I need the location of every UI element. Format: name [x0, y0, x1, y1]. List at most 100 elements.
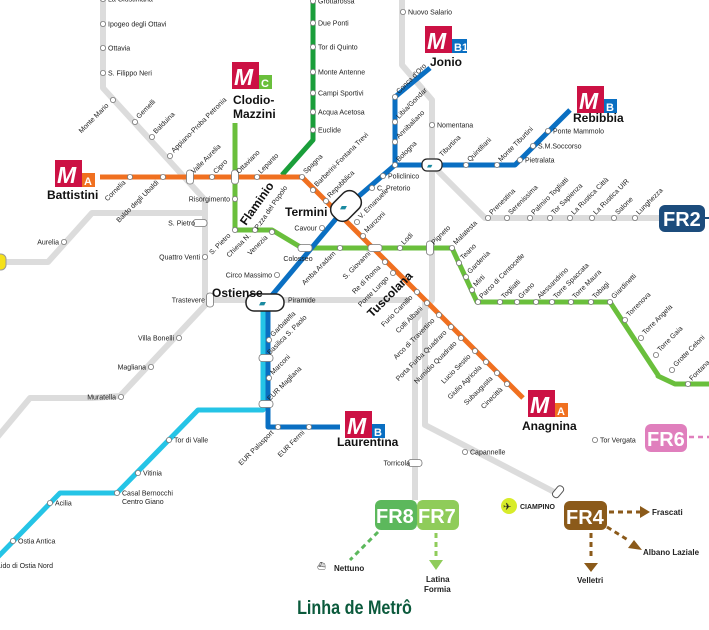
- station-marker[interactable]: [517, 156, 524, 163]
- termini-hub[interactable]: ▰: [327, 187, 365, 225]
- station-marker[interactable]: [100, 70, 107, 77]
- viterbo-station-1[interactable]: Due Ponti: [309, 19, 349, 28]
- station-marker[interactable]: [568, 298, 575, 305]
- station-marker[interactable]: [118, 393, 125, 400]
- station-marker[interactable]: [318, 224, 325, 231]
- station-marker[interactable]: [273, 271, 280, 278]
- a-station-20[interactable]: Giulio Agricola: [447, 358, 489, 401]
- station-marker[interactable]: [379, 172, 386, 179]
- station-marker[interactable]: [622, 316, 629, 323]
- station-marker[interactable]: [201, 253, 208, 260]
- rail-station-15[interactable]: Piramide: [288, 298, 316, 305]
- station-marker[interactable]: [100, 45, 107, 52]
- fr6-badge[interactable]: FR6: [645, 424, 709, 452]
- station-marker[interactable]: [175, 334, 182, 341]
- fr2-badge[interactable]: FR2: [659, 205, 709, 232]
- rail-station-27[interactable]: Capannelle: [461, 448, 506, 457]
- station-marker[interactable]: [131, 119, 138, 126]
- station-marker[interactable]: [527, 214, 534, 221]
- station-marker[interactable]: [359, 232, 366, 239]
- station-marker[interactable]: [309, 90, 316, 97]
- c-station-0[interactable]: Risorgimento: [189, 195, 238, 204]
- viterbo-station-5[interactable]: Acqua Acetosa: [309, 109, 365, 117]
- b-station-3[interactable]: C. Pretorio: [368, 184, 411, 193]
- station-marker[interactable]: [258, 354, 274, 362]
- station-marker[interactable]: [391, 138, 398, 145]
- station-marker[interactable]: [192, 219, 208, 227]
- b-station-9[interactable]: Pietralata: [517, 156, 555, 165]
- station-marker[interactable]: [47, 499, 54, 506]
- rail-station-4[interactable]: Monte Mario: [78, 97, 117, 135]
- station-marker[interactable]: [455, 259, 462, 266]
- station-marker[interactable]: [457, 334, 464, 341]
- station-marker[interactable]: [461, 448, 468, 455]
- station-marker[interactable]: [503, 214, 510, 221]
- station-marker[interactable]: [305, 423, 312, 430]
- station-marker[interactable]: [389, 269, 396, 276]
- station-marker[interactable]: [428, 122, 435, 129]
- station-marker[interactable]: [309, 69, 316, 76]
- station-marker[interactable]: [309, 186, 316, 193]
- c-station-18[interactable]: Giardinetti: [607, 273, 638, 305]
- lido-station-4[interactable]: Acilia: [47, 499, 72, 508]
- tiburtina-hub[interactable]: ▰: [421, 158, 443, 172]
- rail-station-10[interactable]: Quattro Venti: [159, 253, 208, 262]
- station-marker[interactable]: [166, 152, 173, 159]
- station-marker[interactable]: [381, 258, 388, 265]
- station-marker[interactable]: [159, 173, 166, 180]
- station-marker[interactable]: [567, 214, 574, 221]
- station-marker[interactable]: [493, 161, 500, 168]
- station-marker[interactable]: [391, 119, 398, 126]
- station-marker[interactable]: [396, 244, 403, 251]
- station-marker[interactable]: [100, 0, 106, 2]
- viterbo-station-3[interactable]: Monte Antenne: [309, 69, 365, 77]
- station-marker[interactable]: [309, 44, 316, 51]
- station-marker[interactable]: [391, 94, 398, 101]
- rail-station-28[interactable]: Tor Vergata: [592, 436, 636, 445]
- b-station-17[interactable]: EUR Fermi: [277, 423, 312, 459]
- station-marker[interactable]: [231, 169, 239, 185]
- station-marker[interactable]: [448, 244, 455, 251]
- station-marker[interactable]: [336, 244, 343, 251]
- fr8-badge[interactable]: FR8: [348, 500, 417, 562]
- station-marker[interactable]: [231, 226, 238, 233]
- c-station-19[interactable]: Torrenova: [622, 291, 653, 323]
- station-marker[interactable]: [468, 286, 475, 293]
- station-marker[interactable]: [549, 298, 556, 305]
- viterbo-station-0[interactable]: Grottarossa: [310, 0, 355, 6]
- station-marker[interactable]: [653, 351, 660, 358]
- station-marker[interactable]: [530, 142, 537, 149]
- rail-station-5[interactable]: Gemelli: [131, 98, 158, 126]
- station-marker[interactable]: [258, 400, 274, 408]
- c-station-21[interactable]: Torre Gaia: [653, 325, 685, 358]
- station-marker[interactable]: [265, 336, 272, 343]
- station-marker[interactable]: [310, 0, 316, 4]
- station-marker[interactable]: [413, 288, 420, 295]
- station-marker[interactable]: [496, 298, 503, 305]
- ostiense-hub[interactable]: ▰: [245, 293, 285, 312]
- ciampino-airport[interactable]: ✈ CIAMPINO: [501, 498, 556, 514]
- rail-station-23[interactable]: La Rustica UIR: [589, 178, 631, 221]
- rail-station-6[interactable]: Balduina: [148, 111, 177, 140]
- lido-station-5[interactable]: Ostia Antica: [9, 538, 55, 546]
- rail-station-12[interactable]: Villa Bonelli: [138, 334, 182, 343]
- station-marker[interactable]: [253, 173, 260, 180]
- station-marker[interactable]: [669, 366, 676, 373]
- station-marker[interactable]: [309, 109, 316, 116]
- station-marker[interactable]: [353, 218, 360, 225]
- station-marker[interactable]: [322, 197, 329, 204]
- station-marker[interactable]: [611, 214, 618, 221]
- rail-station-3[interactable]: S. Filippo Neri: [100, 70, 152, 78]
- station-marker[interactable]: [462, 161, 469, 168]
- station-marker[interactable]: [9, 538, 16, 545]
- b-station-11[interactable]: Ponte Mammolo: [545, 127, 604, 136]
- rail-station-16[interactable]: Nuovo Salario: [399, 8, 452, 17]
- rail-station-2[interactable]: Ottavia: [100, 45, 130, 53]
- station-marker[interactable]: [186, 169, 194, 185]
- lido-station-6[interactable]: Lido di Ostia Nord: [0, 563, 53, 570]
